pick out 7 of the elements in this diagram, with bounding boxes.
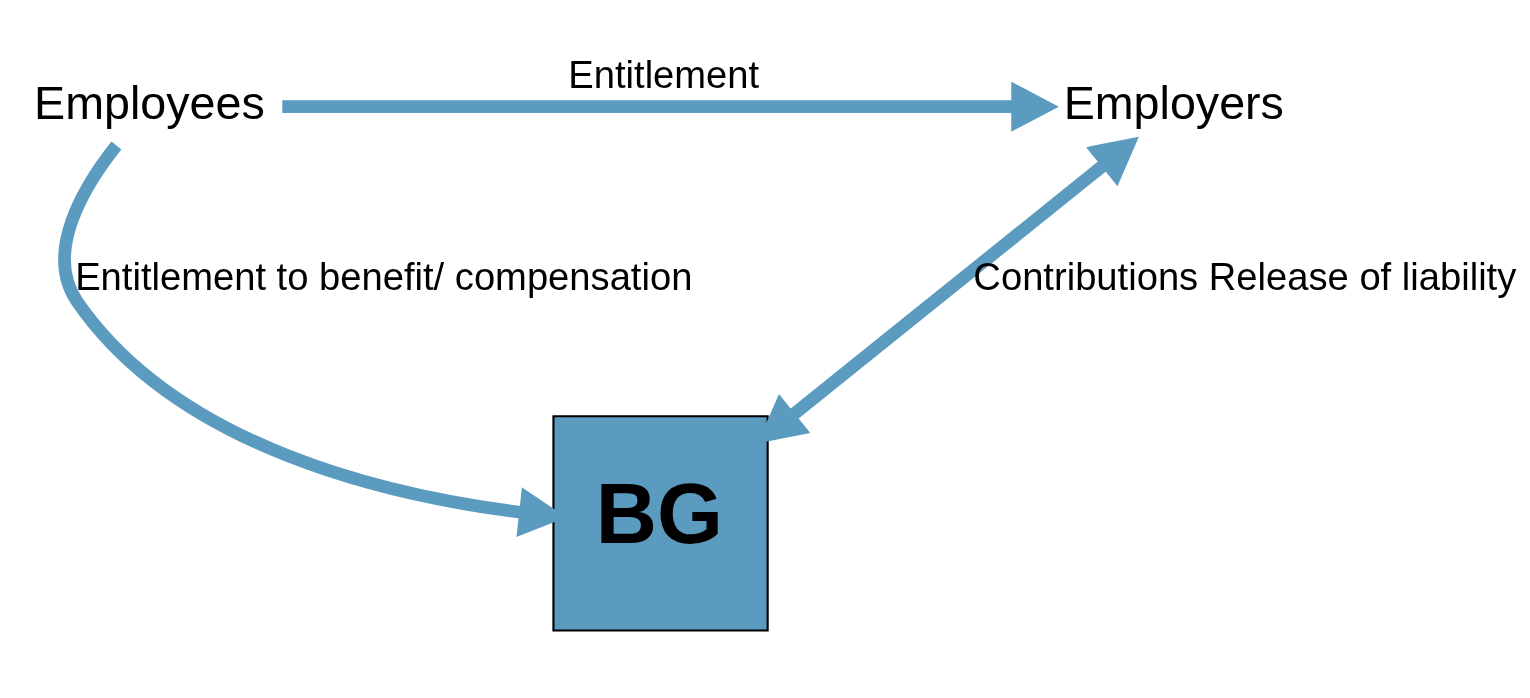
arrow	[282, 81, 1059, 132]
node-text: Employees	[34, 76, 265, 129]
edge-label: Entitlement to benefit/ compensation	[75, 254, 693, 298]
edge-label: Contributions Release of liability	[973, 254, 1517, 298]
edge-label: Entitlement	[568, 52, 760, 96]
node-text: Employers	[1063, 76, 1284, 129]
node-box: BG	[552, 414, 769, 632]
